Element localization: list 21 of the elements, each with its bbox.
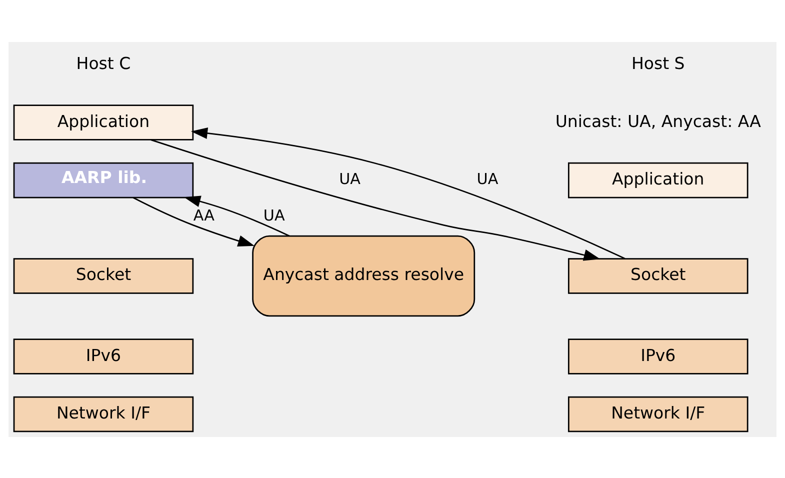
arrow [184,195,290,236]
label: Unicast: UA, Anycast: AA [555,111,761,130]
node-box: IPv6 [13,338,194,374]
arrow [190,126,626,259]
edge-label: UA [339,170,361,188]
node-box: AARP lib. [13,162,194,198]
node-box: Application [568,162,748,198]
node-box: Network I/F [568,396,748,432]
node-box: Network I/F [13,396,194,432]
node-box: Socket [568,258,748,294]
node-box: Socket [13,258,194,294]
arrow [150,138,600,260]
arrow [132,196,255,246]
node-box: Application [13,104,194,140]
node-box: Anycast address resolve [252,234,476,316]
edge-label: UA [476,170,498,188]
label: Host C [76,53,131,72]
edge-label: UA [263,206,285,224]
edge-label: AA [193,206,215,224]
node-box: IPv6 [568,338,748,374]
label: Host S [631,53,685,72]
